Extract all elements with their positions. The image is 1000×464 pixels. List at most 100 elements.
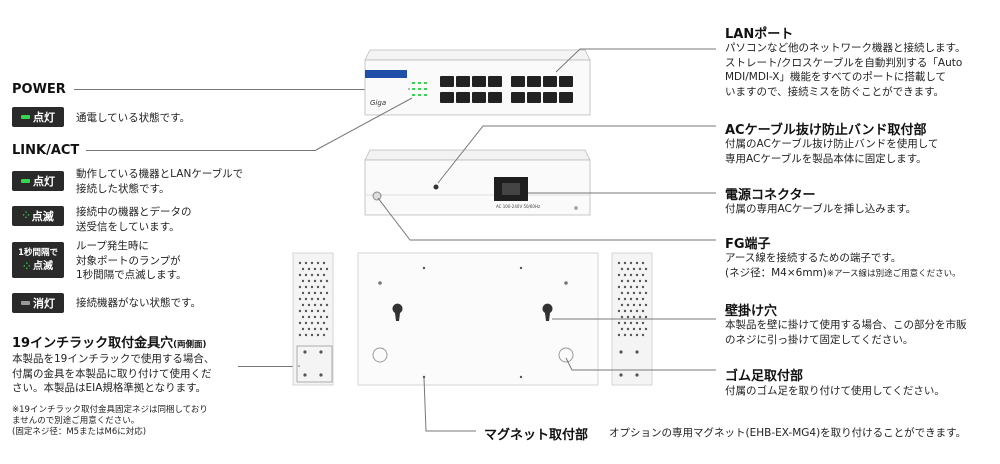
- linkact-blink-desc: 接続中の機器とデータの 送受信をしています。: [76, 206, 192, 233]
- vent-hole: [617, 333, 621, 337]
- vent-hole: [310, 261, 314, 265]
- vent-hole: [641, 285, 645, 289]
- linkact-blink-badge: ⁘ 点滅: [12, 206, 64, 226]
- linkact-on-badge-label: 点灯: [33, 175, 55, 188]
- led-green-icon: [21, 115, 30, 119]
- wall-desc: 本製品を壁に掛けて使用する場合、この部分を市販 のネジに引っ掛けて固定してくださ…: [725, 319, 967, 346]
- vent-hole: [313, 303, 317, 307]
- vent-hole: [620, 327, 624, 331]
- vent-hole: [644, 267, 648, 271]
- vent-hole: [626, 267, 630, 271]
- vent-hole: [304, 285, 308, 289]
- linkact-loop-desc: ループ発生時に 対象ポートのランプが 1秒間隔で点滅します。: [76, 240, 187, 281]
- linkact-blink-badge-label: 点滅: [31, 210, 54, 223]
- vent-hole: [313, 279, 317, 283]
- power-connector-title: 電源コネクター: [725, 188, 816, 203]
- vent-hole: [632, 267, 636, 271]
- vent-hole: [638, 267, 642, 271]
- vent-hole: [307, 327, 311, 331]
- vent-hole: [322, 297, 326, 301]
- vent-hole: [322, 273, 326, 277]
- vent-hole: [635, 285, 639, 289]
- vent-hole: [632, 303, 636, 307]
- switch-rear-view: AC 100-240V 50/60Hz: [364, 149, 591, 216]
- magnet-desc: オプションの専用マグネット(EHB-EX-MG4)を取り付けることができます。: [609, 427, 967, 439]
- linkact-loop-badge-label: 点滅: [33, 261, 54, 272]
- linkact-on-desc: 動作している機器とLANケーブルで 接続した状態です。: [76, 168, 244, 195]
- vent-hole: [301, 279, 305, 283]
- vent-hole: [629, 273, 633, 277]
- vent-hole: [620, 291, 624, 295]
- vent-hole: [310, 297, 314, 301]
- vent-hole: [623, 321, 627, 325]
- vent-hole: [638, 315, 642, 319]
- vent-hole: [623, 297, 627, 301]
- vent-hole: [310, 285, 314, 289]
- vent-hole: [617, 285, 621, 289]
- vent-hole: [644, 303, 648, 307]
- vent-hole: [629, 321, 633, 325]
- vent-hole: [298, 297, 302, 301]
- vent-hole: [641, 309, 645, 313]
- brand-logo: Giga: [370, 99, 386, 107]
- vent-hole: [310, 321, 314, 325]
- led-grey-icon: [21, 301, 30, 305]
- power-leader-line: [74, 89, 408, 90]
- vent-hole: [322, 309, 326, 313]
- fg-desc2-note: ※アース線は別途ご用意ください。: [826, 269, 961, 279]
- vent-hole: [638, 303, 642, 307]
- vent-hole: [319, 303, 323, 307]
- vent-hole: [316, 309, 320, 313]
- vent-hole: [629, 285, 633, 289]
- power-on-badge: 点灯: [12, 107, 64, 127]
- vent-hole: [319, 291, 323, 295]
- linkact-leader-line: [86, 150, 316, 151]
- vent-hole: [626, 279, 630, 283]
- rack-title-small: (両側面): [173, 340, 207, 350]
- vent-hole: [632, 291, 636, 295]
- vent-hole: [629, 309, 633, 313]
- vent-hole: [304, 321, 308, 325]
- vent-hole: [632, 327, 636, 331]
- vent-hole: [307, 279, 311, 283]
- vent-hole: [310, 309, 314, 313]
- vent-hole: [623, 261, 627, 265]
- rack-title: 19インチラック取付金具穴(両側面): [12, 332, 206, 351]
- ac-band-desc: 付属のACケーブル抜け防止バンドを使用して 専用ACケーブルを製品本体に固定しま…: [725, 138, 939, 165]
- vent-hole: [638, 327, 642, 331]
- vent-hole: [298, 261, 302, 265]
- vent-hole: [617, 261, 621, 265]
- vent-hole: [623, 309, 627, 313]
- rack-screw-hole: [619, 373, 623, 377]
- led-blink-icon: ⁘: [22, 211, 29, 221]
- lan-port-title: LANポート: [725, 27, 794, 42]
- vent-hole: [626, 315, 630, 319]
- vent-hole: [620, 267, 624, 271]
- vent-hole: [626, 291, 630, 295]
- rubber-desc: 付属のゴム足を取り付けて使用してください。: [725, 385, 945, 397]
- switch-front-view: Giga: [364, 49, 591, 116]
- vent-hole: [322, 261, 326, 265]
- vent-hole: [304, 297, 308, 301]
- ac-band-title: ACケーブル抜け防止バンド取付部: [725, 123, 927, 138]
- power-on-desc: 通電している状態です。: [76, 112, 191, 124]
- lan-port-desc: パソコンなど他のネットワーク機器と接続します。 ストレート/クロスケーブルを自動…: [725, 42, 966, 98]
- vent-hole: [626, 327, 630, 331]
- rack-desc: 本製品を19インチラックで使用する場合、 付属の金具を本製品に取り付けて使用くだ…: [12, 353, 215, 394]
- linkact-off-badge: 消灯: [12, 293, 64, 313]
- rack-leader-line: [238, 366, 298, 367]
- fg-desc: アース線を接続するための端子です。: [725, 252, 902, 264]
- vent-hole: [325, 279, 329, 283]
- vent-hole: [322, 321, 326, 325]
- vent-hole: [316, 261, 320, 265]
- vent-hole: [316, 297, 320, 301]
- vent-hole: [301, 291, 305, 295]
- vent-hole: [325, 327, 329, 331]
- ac-label: AC 100-240V 50/60Hz: [496, 204, 540, 209]
- vent-hole: [635, 261, 639, 265]
- vent-hole: [617, 297, 621, 301]
- rack-title-main: 19インチラック取付金具穴: [12, 336, 174, 351]
- power-connector-desc: 付属の専用ACケーブルを挿し込みます。: [725, 203, 917, 215]
- fg-title: FG端子: [725, 237, 771, 252]
- linkact-off-desc: 接続機器がない状態です。: [76, 297, 201, 309]
